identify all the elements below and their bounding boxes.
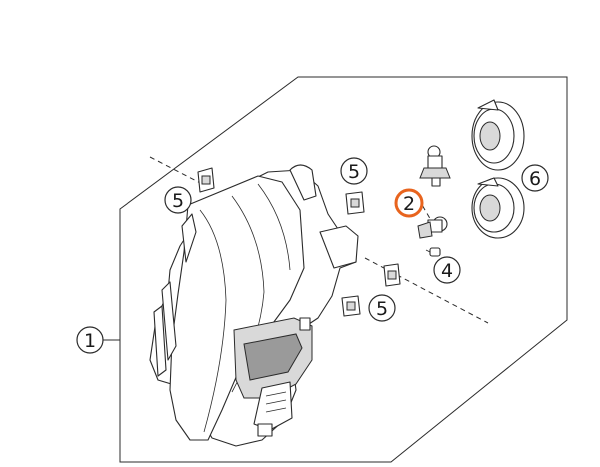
callout-5-top: 5 bbox=[340, 157, 368, 185]
bulb-small-4 bbox=[425, 247, 441, 257]
reflector-ring-lower bbox=[471, 177, 525, 239]
callout-6-label: 6 bbox=[529, 168, 541, 190]
callout-5-bottom: 5 bbox=[368, 294, 396, 322]
callout-5-top-label: 5 bbox=[348, 161, 360, 183]
callout-6: 6 bbox=[521, 164, 549, 192]
callout-1: 1 bbox=[76, 326, 104, 354]
callout-5-left-label: 5 bbox=[172, 190, 184, 212]
clip-right bbox=[383, 263, 401, 287]
bulb-upper bbox=[419, 145, 451, 187]
callout-4-label: 4 bbox=[441, 260, 453, 282]
callout-5-bottom-label: 5 bbox=[376, 298, 388, 320]
bulb-lower-highlighted bbox=[417, 216, 448, 239]
callout-5-left: 5 bbox=[164, 186, 192, 214]
assembly-frame bbox=[119, 76, 568, 463]
reflector-ring-upper bbox=[471, 99, 525, 171]
headlight-housing bbox=[149, 164, 359, 447]
callout-2-highlighted[interactable]: 2 bbox=[394, 188, 424, 218]
callout-2-label: 2 bbox=[403, 193, 415, 215]
clip-upper-left bbox=[197, 167, 215, 193]
clip-middle bbox=[345, 191, 365, 215]
callout-1-label: 1 bbox=[84, 330, 96, 352]
clip-lower bbox=[341, 295, 361, 317]
callout-4: 4 bbox=[433, 256, 461, 284]
